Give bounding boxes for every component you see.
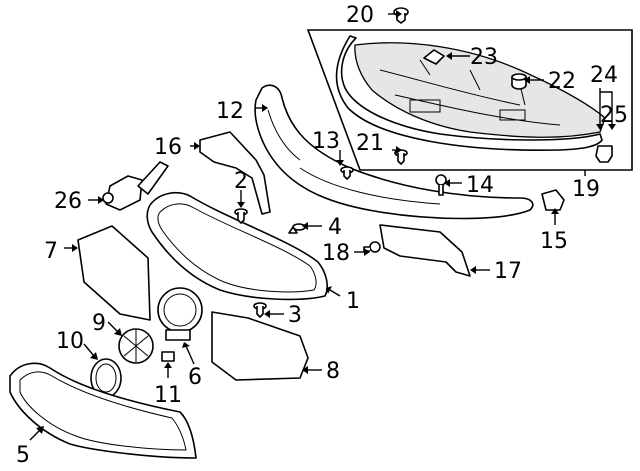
callout-4: 4: [328, 215, 342, 240]
lower-mesh-8-part: [211, 311, 309, 381]
callout-2: 2: [234, 169, 248, 194]
callout-23: 23: [470, 45, 498, 70]
callout-14: 14: [466, 173, 494, 198]
leader-lines: [29, 10, 616, 441]
callout-12: 12: [216, 99, 244, 124]
deflector-strip-part: [335, 35, 603, 152]
clip-15-part: [541, 189, 565, 211]
callout-21: 21: [356, 131, 384, 156]
callout-17: 17: [494, 259, 522, 284]
bracket-17-part: [379, 224, 471, 277]
callout-5: 5: [16, 443, 30, 468]
callout-3: 3: [288, 303, 302, 328]
bumper-cover-12-part: [254, 84, 534, 220]
callout-24: 24: [590, 63, 618, 88]
callout-10: 10: [56, 329, 84, 354]
screw-14-part: [435, 174, 447, 196]
callout-9: 9: [92, 311, 106, 336]
block-11-part: [161, 351, 175, 362]
upper-cover-part: [354, 42, 606, 138]
callout-26: 26: [54, 189, 82, 214]
lower-grille-7-part: [77, 225, 151, 321]
callout-20: 20: [346, 3, 374, 28]
emblem-9-part: [118, 328, 154, 364]
callout-22: 22: [548, 69, 576, 94]
callout-18: 18: [322, 241, 350, 266]
fastener-18-part: [363, 241, 381, 253]
fastener-2-part: [234, 208, 248, 224]
callout-15: 15: [540, 229, 568, 254]
clip-4-part: [288, 223, 306, 234]
callout-11: 11: [154, 383, 182, 408]
grille-frame-1-part: [146, 191, 328, 301]
side-bracket-16-part: [199, 131, 271, 215]
callout-8: 8: [326, 359, 340, 384]
emblem-housing-6-part: [157, 287, 203, 341]
fastener-3-part: [253, 302, 267, 318]
clip-25-part: [595, 145, 613, 163]
callout-19: 19: [572, 177, 600, 202]
callout-16: 16: [154, 135, 182, 160]
inset-box: [306, 29, 633, 171]
sensor-26-part: [102, 161, 169, 211]
callout-13: 13: [312, 129, 340, 154]
bracket-23-part: [423, 49, 445, 65]
callout-7: 7: [44, 239, 58, 264]
callout-1: 1: [346, 289, 360, 314]
grommet-22-part: [511, 73, 527, 90]
chrome-trim-5-part: [9, 362, 197, 459]
callout-labels: 1 2 3 4 5 6 7 8 9 10 11 12 13 14 15 16 1…: [16, 3, 628, 468]
fastener-13-part: [340, 166, 354, 180]
callout-25: 25: [600, 103, 628, 128]
callout-6: 6: [188, 365, 202, 390]
